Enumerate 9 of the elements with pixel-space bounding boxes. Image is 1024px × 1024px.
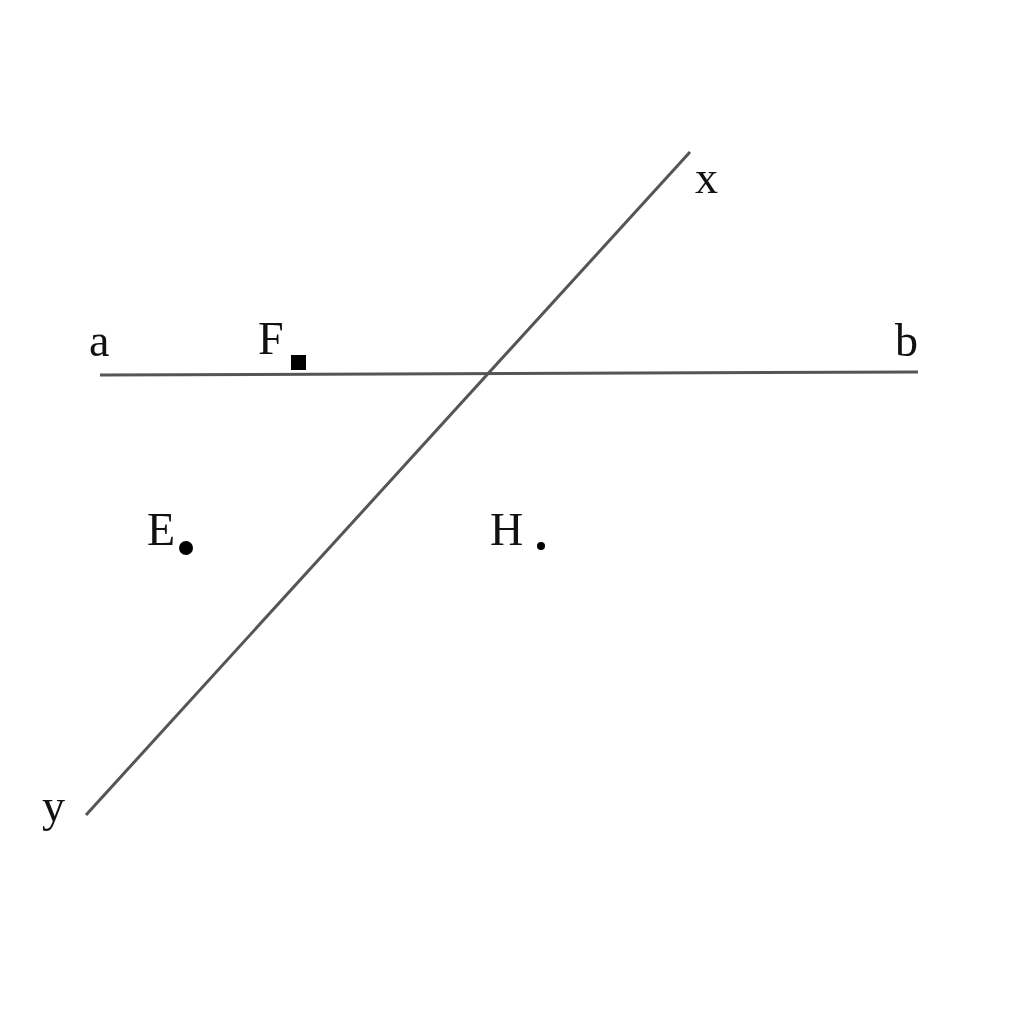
line-end-label: b (895, 318, 918, 364)
point-label: F (258, 316, 284, 362)
line-end-label: x (695, 155, 718, 201)
point-label: H (490, 507, 524, 553)
point-label: E (147, 507, 176, 553)
straight-line (100, 370, 918, 377)
straight-line (84, 151, 692, 816)
line-end-label: y (42, 783, 65, 829)
line-end-label: a (89, 318, 110, 364)
